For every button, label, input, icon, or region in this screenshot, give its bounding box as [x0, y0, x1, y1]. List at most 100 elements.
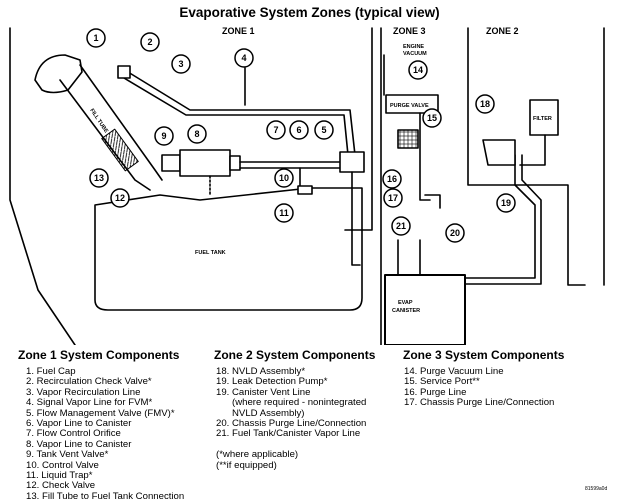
callout-18: 18 [475, 94, 495, 114]
callout-number: 11 [279, 208, 289, 218]
purge-valve-box [385, 94, 439, 114]
list-item: 13. Fill Tube to Fuel Tank Connection [26, 490, 185, 502]
list-item: 15. Service Port** [404, 376, 480, 388]
list-item: 8. Vapor Line to Canister [26, 438, 132, 450]
fill-tube-inner [79, 64, 163, 181]
callout-16: 16 [382, 169, 402, 189]
tank-vent-valve [297, 185, 313, 195]
recirculation-line [127, 71, 356, 156]
check-valve-2 [117, 65, 131, 79]
callout-number: 21 [396, 221, 406, 231]
list-item: 16. Purge Line [404, 386, 467, 398]
callout-number: 13 [94, 173, 104, 183]
engine-vacuum-label-2: VACUUM [403, 51, 427, 57]
callout-14: 14 [408, 60, 428, 80]
engine-vacuum-label-1: ENGINE [403, 44, 424, 50]
control-valve-cap [229, 155, 241, 171]
evap-canister [384, 274, 466, 345]
callout-9: 9 [154, 126, 174, 146]
recirculation-line-2 [123, 77, 349, 156]
body-outline-left [9, 27, 76, 345]
callout-number: 16 [387, 174, 397, 184]
fmv-outlet [351, 171, 361, 266]
canister-vent-line-19b [464, 154, 542, 285]
list-item: 19. Canister Vent Line [216, 386, 311, 398]
zone1-label: ZONE 1 [222, 26, 255, 36]
filter-label: FILTER [533, 116, 552, 122]
callout-6: 6 [289, 120, 309, 140]
list-item: 18. NVLD Assembly* [216, 366, 306, 377]
chassis-purge-line-17 [424, 194, 441, 209]
list-item: 20. Chassis Purge Line/Connection [216, 418, 367, 430]
filter-hose [519, 134, 546, 166]
callout-10: 10 [274, 168, 294, 188]
list-item: 2. Recirculation Check Valve* [26, 376, 152, 388]
list-item: 9. Tank Vent Valve* [26, 449, 109, 461]
zone3-list-heading: Zone 3 System Components [403, 348, 565, 362]
list-item: NVLD Assembly) [216, 407, 305, 419]
list-item: 6. Vapor Line to Canister [26, 418, 132, 430]
callout-number: 12 [115, 193, 125, 203]
callout-number: 17 [388, 193, 398, 203]
list-item: 14. Purge Vacuum Line [404, 366, 504, 377]
nvld-assembly [482, 139, 516, 166]
fuel-tank-shape [94, 187, 363, 311]
list-item: 11. Liquid Trap* [26, 470, 93, 482]
callout-2: 2 [140, 32, 160, 52]
control-valve [179, 149, 231, 177]
callout-21: 21 [391, 216, 411, 236]
body-outline-zone1-right [344, 27, 373, 231]
list-item: 3. Vapor Recirculation Line [26, 386, 141, 398]
list-item: 7. Flow Control Orifice [26, 428, 121, 440]
list-item: (*where applicable) [216, 449, 299, 461]
zone3-label: ZONE 3 [393, 26, 426, 36]
callout-number: 9 [161, 131, 166, 141]
list-item: 4. Signal Vapor Line for FVM* [26, 397, 153, 409]
callout-4: 4 [234, 48, 254, 68]
fill-tube-hatch [101, 128, 139, 172]
callout-13: 13 [89, 168, 109, 188]
fuel-tank-label: FUEL TANK [195, 250, 226, 256]
callout-number: 4 [241, 53, 246, 63]
list-item: 19. Leak Detection Pump* [216, 376, 328, 388]
callout-number: 19 [501, 198, 511, 208]
list-item: 12. Check Valve [26, 480, 96, 492]
callout-number: 14 [413, 65, 423, 75]
zone2-divider [467, 27, 586, 286]
callout-number: 20 [450, 228, 460, 238]
callout-number: 18 [480, 99, 490, 109]
callout-19: 19 [496, 193, 516, 213]
callout-number: 5 [321, 125, 326, 135]
canister-vent-line-19 [464, 154, 536, 279]
callout-number: 3 [178, 59, 183, 69]
evap-system-diagram: ZONE 1 ZONE 3 ZONE 2 ENGINE VACUUM PURGE… [9, 26, 605, 345]
zone2-label: ZONE 2 [486, 26, 519, 36]
callout-number: 8 [194, 129, 199, 139]
list-item: (**if equipped) [216, 459, 277, 471]
filter-box [529, 99, 559, 136]
callout-number: 2 [147, 37, 152, 47]
purge-valve-label: PURGE VALVE [390, 103, 429, 109]
callout-number: 1 [93, 33, 98, 43]
diagram-title: Evaporative System Zones (typical view) [179, 5, 440, 20]
callout-12: 12 [110, 188, 130, 208]
callout-3: 3 [171, 54, 191, 74]
callout-1: 1 [86, 28, 106, 48]
list-item: 10. Control Valve [26, 459, 99, 471]
fuel-cap-shape [34, 54, 83, 94]
list-item: 21. Fuel Tank/Canister Vapor Line [216, 428, 361, 440]
liquid-trap [161, 154, 181, 172]
callout-number: 7 [273, 125, 278, 135]
figure-code: 81599a0d [585, 486, 608, 492]
evap-canister-label-2: CANISTER [392, 308, 420, 314]
fill-tube-outer [59, 79, 151, 191]
callout-17: 17 [383, 188, 403, 208]
callout-7: 7 [266, 120, 286, 140]
list-item: 1. Fuel Cap [26, 366, 76, 377]
callout-number: 6 [296, 125, 301, 135]
zone2-list-heading: Zone 2 System Components [214, 348, 376, 362]
callout-11: 11 [274, 203, 294, 223]
